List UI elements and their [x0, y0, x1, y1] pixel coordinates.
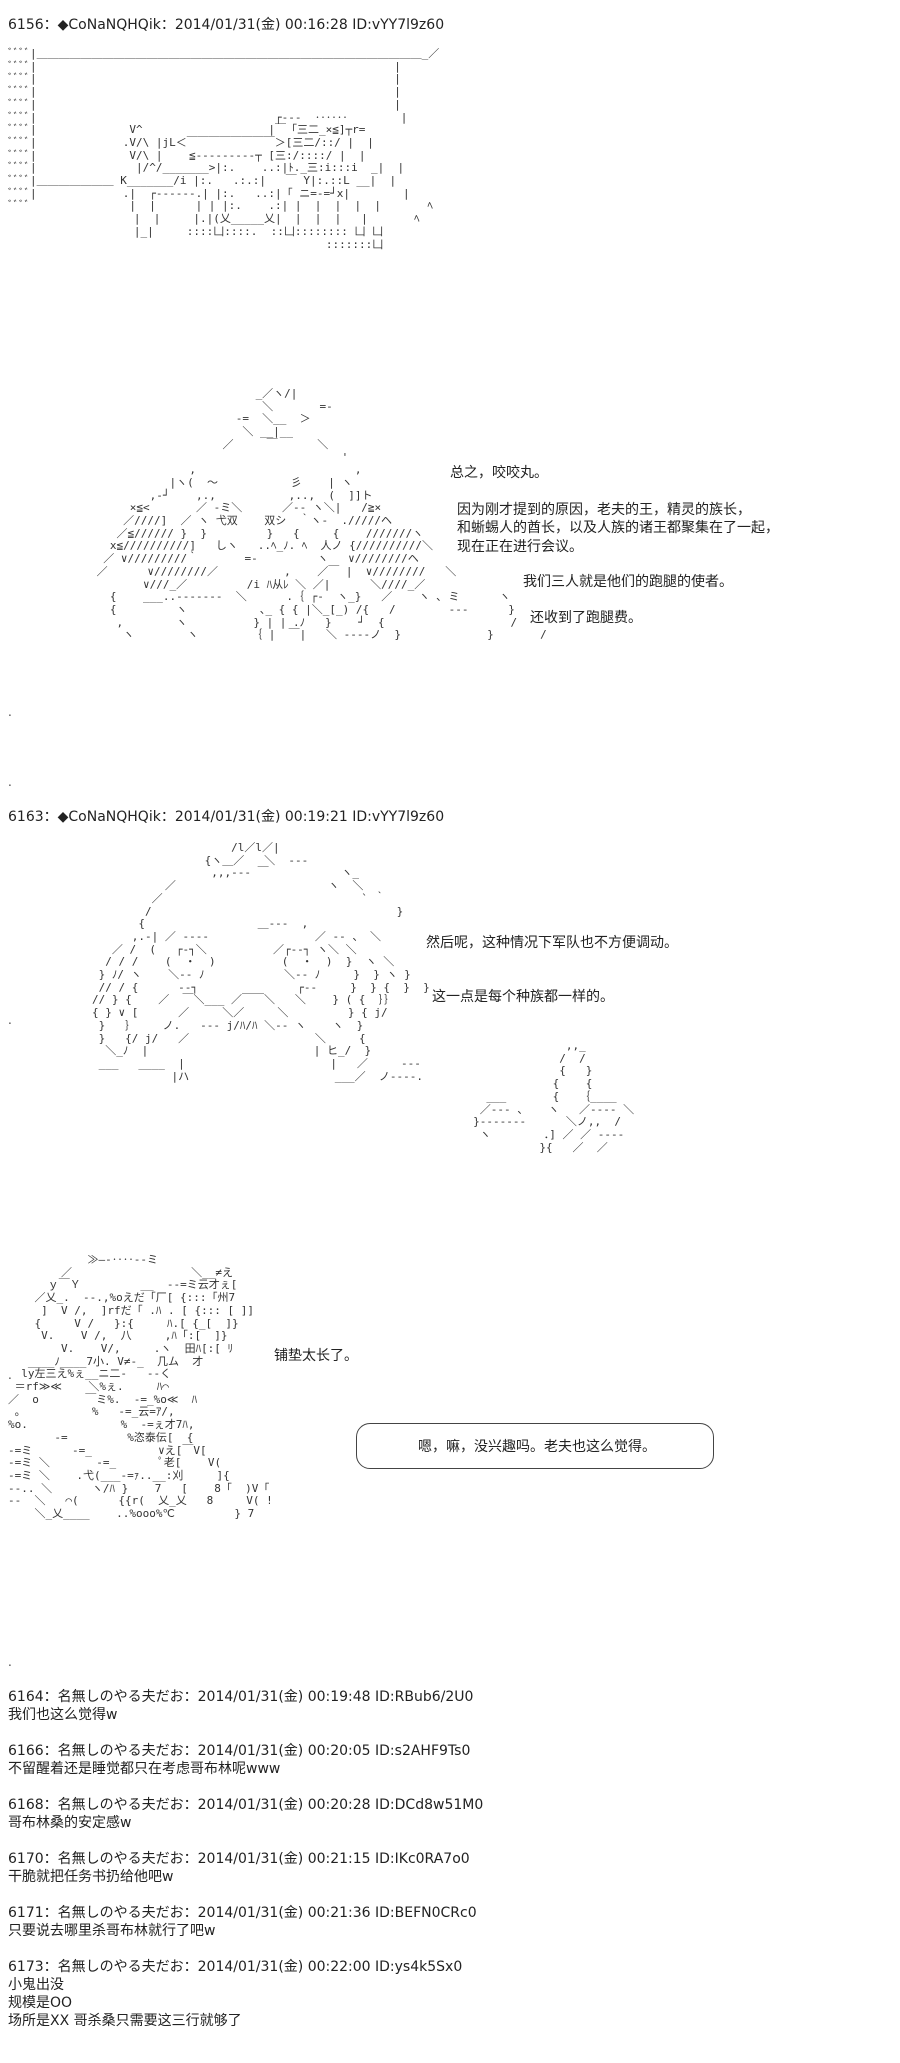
dialog-line: 我们三人就是他们的跑腿的使者。	[523, 574, 733, 590]
separator-dot: .	[8, 1368, 12, 1382]
ascii-art-crowd: ≫―‐‥‥‐‐ミ ／ ＼__≠え ｙ￣Ｙ __ ‐‐=ミ云才ぇ[ ／乂_. ‐‐…	[8, 1253, 273, 1521]
separator-dot: .	[8, 1013, 12, 1027]
reply-header: 6166：名無しのやる夫だお：2014/01/31(金) 00:20:05 ID…	[8, 1743, 471, 1759]
speech-frame	[356, 1423, 714, 1469]
separator-dot: .	[8, 705, 12, 719]
dialog-line: 嗯，嘛，没兴趣吗。老夫也这么觉得。	[418, 1439, 656, 1455]
reply-body: 小鬼出没	[8, 1977, 64, 1993]
ascii-art-goblin-group: _／ヽ/| ＼ =- -= ＼__ ＞ ＼ __|__ ／ ￣ ＼ ' ,	[96, 387, 547, 642]
reply-body: 只要说去哪里杀哥布林就行了吧w	[8, 1923, 216, 1939]
reply-header: 6170：名無しのやる夫だお：2014/01/31(金) 00:21:15 ID…	[8, 1851, 470, 1867]
reply-body: 场所是XX 哥杀桑只需要这三行就够了	[8, 2013, 242, 2029]
reply-header: 6171：名無しのやる夫だお：2014/01/31(金) 00:21:36 ID…	[8, 1905, 477, 1921]
reply-body: 不留醒着还是睡觉都只在考虑哥布林呢www	[8, 1761, 281, 1777]
dialog-line: 铺垫太长了。	[274, 1348, 358, 1364]
separator-dot: .	[8, 775, 12, 789]
dialog-line: 现在正在进行会议。	[457, 539, 583, 555]
reply-header: 6168：名無しのやる夫だお：2014/01/31(金) 00:20:28 ID…	[8, 1797, 484, 1813]
dialog-line: 这一点是每个种族都一样的。	[432, 989, 614, 1005]
ascii-art-castle: ﾞﾞﾞﾞ|＿＿＿＿＿＿＿＿＿＿＿＿＿＿＿＿＿＿＿＿＿＿＿＿＿＿＿＿＿＿＿＿＿＿＿…	[8, 47, 440, 251]
ascii-art-hand: ,,_ / / { } { { ___ { ｛____ ／‐‐‐ 、 ヽ ／‐‐…	[473, 1039, 635, 1154]
reply-body: 我们也这么觉得w	[8, 1707, 118, 1723]
ascii-art-old-dwarf: /l／l／| {ヽ＿／ ＼ ‐‐‐ ,,,‐‐‐ ￣ ヽ_ ／ ヽ ＼ ／ ` …	[92, 841, 430, 1083]
dialog-line: 然后呢，这种情况下军队也不方便调动。	[426, 935, 678, 951]
reply-body: 规模是OO	[8, 1995, 73, 2011]
reply-header: 6164：名無しのやる夫だお：2014/01/31(金) 00:19:48 ID…	[8, 1689, 474, 1705]
reply-header: 6173：名無しのやる夫だお：2014/01/31(金) 00:22:00 ID…	[8, 1959, 463, 1975]
reply-body: 干脆就把任务书扔给他吧w	[8, 1869, 174, 1885]
dialog-line: 因为刚才提到的原因，老夫的王，精灵的族长，	[457, 502, 751, 518]
dialog-line: 总之，咬咬丸。	[450, 465, 548, 481]
post-header: 6163：◆CoNaNQHQik：2014/01/31(金) 00:19:21 …	[8, 809, 445, 825]
dialog-line: 还收到了跑腿费。	[530, 610, 642, 626]
post-header: 6156：◆CoNaNQHQik：2014/01/31(金) 00:16:28 …	[8, 17, 445, 33]
separator-dot: .	[8, 1655, 12, 1669]
reply-body: 哥布林桑的安定感w	[8, 1815, 132, 1831]
dialog-line: 和蜥蜴人的酋长，以及人族的诸王都聚集在了一起，	[457, 520, 779, 536]
